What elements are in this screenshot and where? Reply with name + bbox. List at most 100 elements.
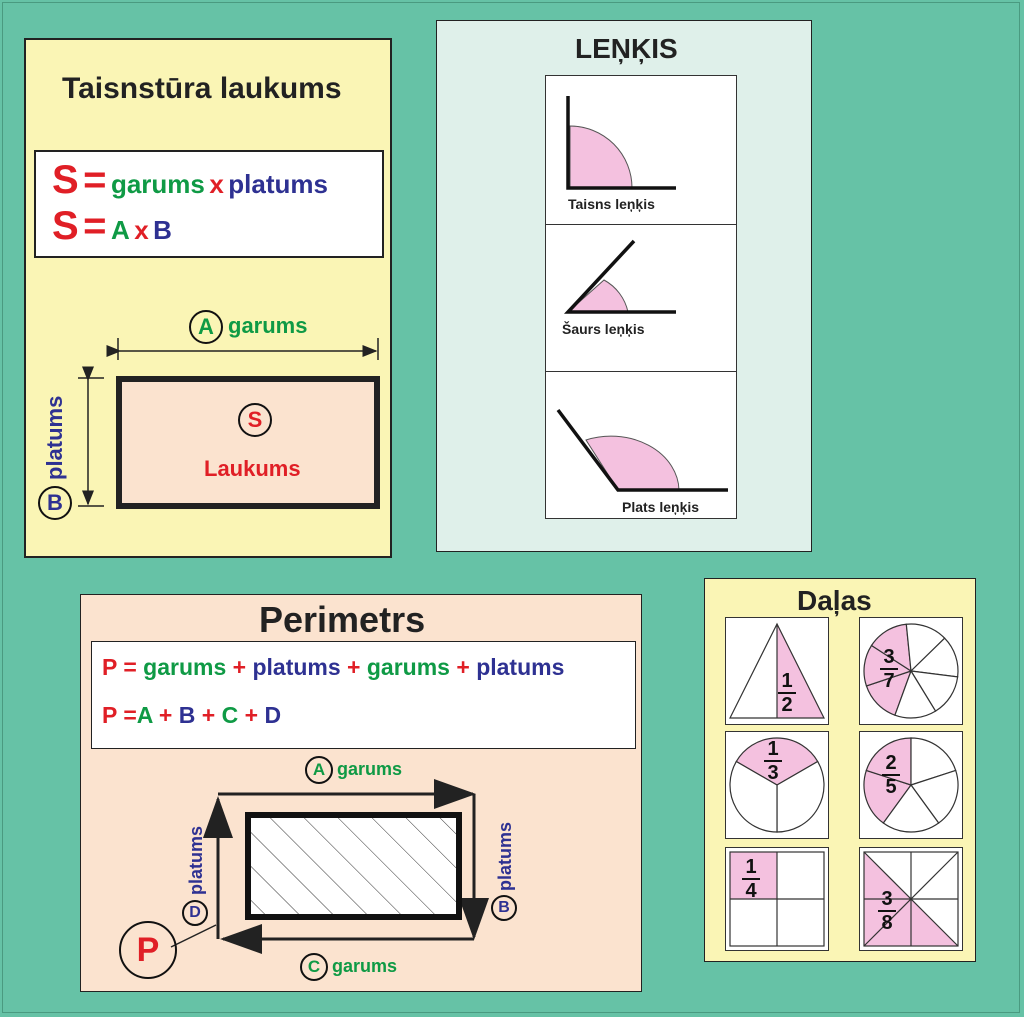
fraction-two-fifths-cell: 2 5 bbox=[859, 731, 963, 839]
formula-platums: platums bbox=[252, 654, 341, 680]
area-top-label: garums bbox=[228, 313, 308, 338]
acute-angle-figure bbox=[563, 239, 676, 314]
pie-segment bbox=[894, 669, 937, 719]
formula-b: B bbox=[153, 215, 172, 245]
pie-segment bbox=[910, 769, 959, 824]
formula-plus: + bbox=[244, 702, 259, 728]
circle-five-figure bbox=[863, 737, 959, 833]
fraction-third: 1 3 bbox=[764, 738, 782, 784]
formula-x: x bbox=[209, 169, 224, 199]
perimeter-title: Perimetrs bbox=[259, 599, 426, 640]
perimeter-left-letter: D bbox=[182, 900, 208, 926]
fraction-half: 1 2 bbox=[778, 670, 796, 716]
fraction-three-eighths-cell: 3 8 bbox=[859, 847, 963, 951]
area-panel: Taisnstūra laukums S = garums x platums … bbox=[24, 38, 392, 558]
formula-eq: = bbox=[123, 654, 137, 680]
formula-plus: + bbox=[456, 654, 470, 680]
formula-p: P bbox=[102, 702, 117, 728]
area-center-letter: S bbox=[238, 403, 272, 437]
formula-garums: garums bbox=[110, 169, 205, 199]
denominator: 7 bbox=[883, 670, 895, 692]
obtuse-angle-cell: Plats leņķis bbox=[545, 371, 737, 519]
formula-plus: + bbox=[158, 702, 173, 728]
formula-b: B bbox=[178, 702, 196, 728]
denominator: 8 bbox=[881, 912, 893, 934]
pie-segment bbox=[776, 760, 825, 833]
formula-plus: + bbox=[201, 702, 216, 728]
area-diagram-svg bbox=[78, 338, 380, 509]
perimeter-right-letter: B bbox=[491, 895, 517, 921]
fraction-two-fifths: 2 5 bbox=[882, 752, 900, 798]
perimeter-right-label: platums bbox=[495, 821, 515, 891]
fraction-quarter: 1 4 bbox=[742, 856, 760, 902]
perimeter-bottom-label: garums bbox=[332, 956, 398, 976]
numerator: 1 bbox=[767, 738, 779, 760]
perimeter-left-label: platums bbox=[186, 825, 206, 895]
formula-c: C bbox=[221, 702, 239, 728]
perimeter-formula-2: P =A + B + C + D bbox=[102, 702, 281, 729]
perimeter-diagram-svg bbox=[170, 779, 489, 954]
fraction-three-eighths: 3 8 bbox=[878, 888, 896, 934]
numerator: 3 bbox=[881, 888, 893, 910]
perimeter-top-letter: A bbox=[305, 756, 333, 784]
formula-garums: garums bbox=[366, 654, 450, 680]
circle-three-figure bbox=[729, 737, 825, 833]
formula-s: S bbox=[52, 158, 79, 202]
denominator: 2 bbox=[781, 694, 793, 716]
fraction-quarter-cell: 1 4 bbox=[725, 847, 829, 951]
fraction-half-cell: 1 2 bbox=[725, 617, 829, 725]
acute-angle-cell: Šaurs leņķis bbox=[545, 224, 737, 372]
formula-eq: = bbox=[123, 702, 137, 728]
numerator: 1 bbox=[781, 670, 793, 692]
square-eight-figure bbox=[863, 851, 959, 947]
numerator: 1 bbox=[745, 856, 757, 878]
right-angle-label: Taisns leņķis bbox=[568, 196, 655, 212]
fraction-three-sevenths-cell: 3 7 bbox=[859, 617, 963, 725]
pie-segment bbox=[865, 737, 912, 786]
formula-d: D bbox=[264, 702, 282, 728]
formula-eq: = bbox=[83, 158, 107, 202]
pie-segment bbox=[729, 760, 778, 833]
perimeter-top-label: garums bbox=[337, 759, 403, 779]
perimeter-big-letter: P bbox=[119, 921, 177, 979]
area-center-label: Laukums bbox=[204, 456, 301, 481]
area-formula-1: S = garums x platums bbox=[52, 158, 328, 203]
formula-plus: + bbox=[347, 654, 361, 680]
perimeter-panel: Perimetrs P = garums + platums + garums … bbox=[80, 594, 642, 992]
perimeter-rectangle bbox=[245, 812, 462, 920]
obtuse-angle-figure bbox=[556, 408, 728, 492]
formula-platums: platums bbox=[228, 169, 328, 199]
angles-title: LEŅĶIS bbox=[575, 33, 678, 64]
area-side-letter: B bbox=[38, 486, 72, 520]
circle-seven-figure bbox=[863, 623, 959, 719]
formula-p: P bbox=[102, 654, 117, 680]
denominator: 5 bbox=[885, 776, 897, 798]
fractions-panel: Daļas 1 2 3 7 1 3 2 bbox=[704, 578, 976, 962]
perimeter-formula-box: P = garums + platums + garums + platums … bbox=[91, 641, 636, 749]
perimeter-formula-1: P = garums + platums + garums + platums bbox=[102, 654, 564, 681]
formula-plus: + bbox=[232, 654, 247, 680]
denominator: 3 bbox=[767, 762, 779, 784]
formula-eq: = bbox=[83, 204, 107, 248]
pie-segment bbox=[910, 737, 957, 786]
fraction-third-cell: 1 3 bbox=[725, 731, 829, 839]
fractions-title: Daļas bbox=[797, 585, 872, 616]
fraction-three-sevenths: 3 7 bbox=[880, 646, 898, 692]
numerator: 2 bbox=[885, 752, 897, 774]
formula-x: x bbox=[134, 215, 149, 245]
numerator: 3 bbox=[883, 646, 895, 668]
pie-segment bbox=[882, 783, 940, 833]
acute-angle-label: Šaurs leņķis bbox=[562, 321, 645, 337]
obtuse-angle-label: Plats leņķis bbox=[622, 499, 700, 515]
area-rectangle bbox=[116, 376, 380, 509]
denominator: 4 bbox=[745, 880, 757, 902]
formula-garums: garums bbox=[143, 654, 227, 680]
angles-panel: LEŅĶIS Taisns leņķis Šaurs leņķis Plats … bbox=[436, 20, 812, 552]
formula-platums: platums bbox=[476, 654, 565, 680]
square-four-figure bbox=[729, 851, 825, 947]
right-angle-figure bbox=[566, 96, 676, 190]
triangle-figure bbox=[729, 622, 825, 719]
area-formula-2: S = A x B bbox=[52, 204, 172, 249]
perimeter-bottom-letter: C bbox=[300, 953, 328, 981]
